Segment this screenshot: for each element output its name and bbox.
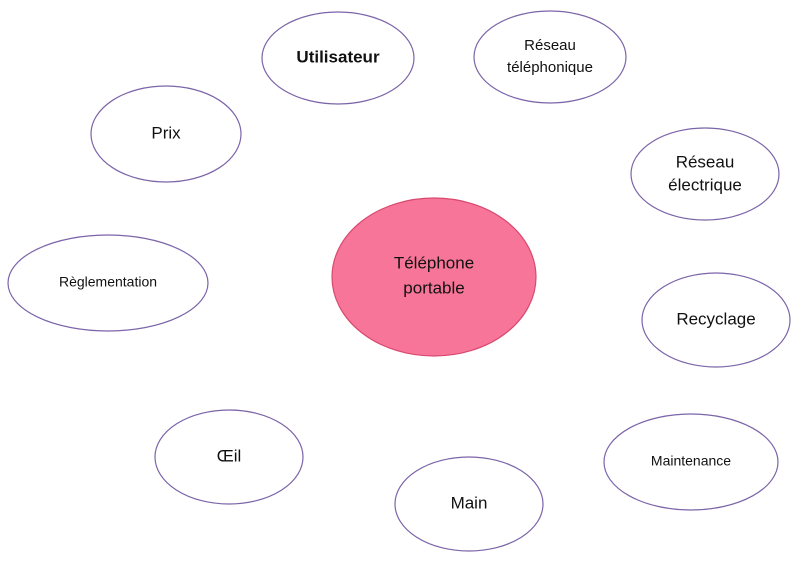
node-label: Recyclage	[676, 309, 755, 328]
center-node-telephone-portable: Téléphone portable	[331, 197, 537, 357]
node-maintenance: Maintenance	[603, 413, 779, 511]
center-label-line-2: portable	[403, 278, 464, 297]
node-label-line-2: téléphonique	[507, 59, 593, 76]
node-label-line-1: Réseau	[676, 152, 735, 171]
node-label-line-1: Réseau	[524, 37, 576, 54]
node-recyclage: Recyclage	[641, 272, 791, 368]
node-label: Maintenance	[651, 453, 731, 469]
node-ellipse	[473, 10, 627, 104]
node-reseau-electrique: Réseau électrique	[630, 127, 780, 221]
node-label: Utilisateur	[296, 47, 380, 66]
node-ellipse	[603, 413, 779, 511]
node-ellipse	[261, 11, 415, 105]
node-utilisateur: Utilisateur	[261, 11, 415, 105]
node-ellipse	[641, 272, 791, 368]
center-label-line-1: Téléphone	[394, 253, 474, 272]
node-label-line-2: électrique	[668, 175, 742, 194]
node-ellipse	[154, 409, 304, 505]
node-reglementation: Règlementation	[7, 234, 209, 332]
node-ellipse	[394, 456, 544, 552]
node-ellipse	[7, 234, 209, 332]
node-main: Main	[394, 456, 544, 552]
node-ellipse	[90, 85, 242, 183]
node-label: Prix	[151, 123, 181, 142]
node-reseau-telephonique: Réseau téléphonique	[473, 10, 627, 104]
node-label: Main	[451, 493, 488, 512]
node-label: Règlementation	[59, 274, 157, 290]
node-oeil: Œil	[154, 409, 304, 505]
node-ellipse	[630, 127, 780, 221]
node-prix: Prix	[90, 85, 242, 183]
node-label: Œil	[217, 446, 242, 465]
center-ellipse	[331, 197, 537, 357]
